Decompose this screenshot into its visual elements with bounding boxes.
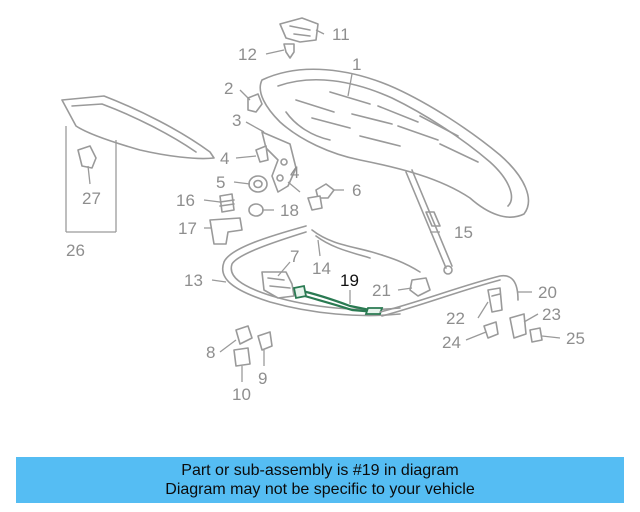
callout-23: 23 xyxy=(542,305,561,324)
callout-24: 24 xyxy=(442,333,461,352)
banner-line-part: Part or sub-assembly is #19 in diagram xyxy=(181,462,459,479)
nut-10 xyxy=(233,347,251,367)
bushing-5 xyxy=(248,175,268,193)
callout-16: 16 xyxy=(176,191,195,210)
support-strut-15 xyxy=(405,169,453,275)
callout-4b: 4 xyxy=(290,163,299,182)
bolt-24 xyxy=(483,321,499,339)
bracket-23 xyxy=(509,313,527,339)
callout-20: 20 xyxy=(538,283,557,302)
callout-12: 12 xyxy=(238,45,257,64)
callout-7: 7 xyxy=(290,247,299,266)
callout-15: 15 xyxy=(454,223,473,242)
info-banner: Part or sub-assembly is #19 in diagram D… xyxy=(16,457,624,503)
seal-14 xyxy=(311,229,421,273)
grommet-18 xyxy=(248,203,264,217)
callout-21: 21 xyxy=(372,281,391,300)
clip-25 xyxy=(529,327,543,343)
bumper-stop-2 xyxy=(247,93,263,113)
bracket-17 xyxy=(209,217,243,245)
callout-3: 3 xyxy=(232,111,241,130)
callout-18: 18 xyxy=(280,201,299,220)
callout-27: 27 xyxy=(82,189,101,208)
parts-diagram: 1 2 3 4 4 5 6 7 8 9 10 11 12 13 14 15 16… xyxy=(61,17,585,404)
callout-17: 17 xyxy=(178,219,197,238)
hinge-bolt-12 xyxy=(283,43,295,59)
callout-22: 22 xyxy=(446,309,465,328)
hood-panel xyxy=(259,68,530,218)
callout-13: 13 xyxy=(184,271,203,290)
callout-labels: 1 2 3 4 4 5 6 7 8 9 10 11 12 13 14 15 16… xyxy=(66,25,585,404)
bumper-16 xyxy=(219,193,235,213)
callout-25: 25 xyxy=(566,329,585,348)
callout-11: 11 xyxy=(332,25,350,44)
handle-22 xyxy=(487,287,503,313)
callout-6: 6 xyxy=(352,181,361,200)
callout-4a: 4 xyxy=(220,149,229,168)
release-cable-19 xyxy=(292,284,384,315)
callout-10: 10 xyxy=(232,385,251,404)
hood-latch-7 xyxy=(261,271,295,299)
callout-5: 5 xyxy=(216,173,225,192)
hood-insulator xyxy=(61,95,215,160)
upper-hinge-bracket xyxy=(279,17,319,43)
clip-6 xyxy=(307,183,335,211)
callout-19: 19 xyxy=(340,271,359,290)
retainer-27 xyxy=(77,145,97,169)
clip-21 xyxy=(409,277,431,297)
banner-line-disclaimer: Diagram may not be specific to your vehi… xyxy=(165,481,475,498)
callout-9: 9 xyxy=(258,369,267,388)
leader-lines xyxy=(65,29,561,382)
callout-1: 1 xyxy=(352,55,361,74)
release-cable-20 xyxy=(379,274,519,317)
hood-hinge xyxy=(261,131,297,193)
callout-8: 8 xyxy=(206,343,215,362)
callout-2: 2 xyxy=(224,79,233,98)
bolt-8 xyxy=(235,325,253,345)
bolt-4a xyxy=(255,145,269,163)
callout-14: 14 xyxy=(312,259,331,278)
callout-26: 26 xyxy=(66,241,85,260)
clip-9 xyxy=(257,331,273,351)
